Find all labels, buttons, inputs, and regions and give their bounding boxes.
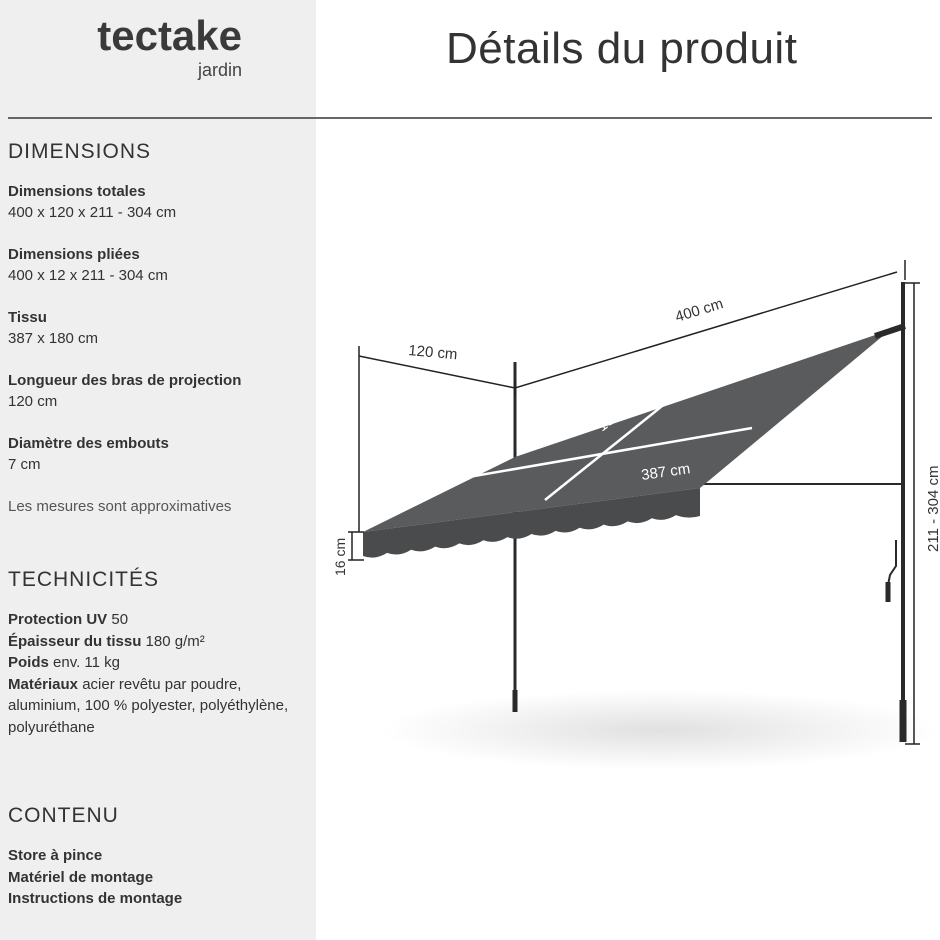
logo-sub: jardin [197,60,242,80]
content-item: Matériel de montage [8,868,154,886]
item-label: Tissu [8,309,47,326]
item-label: Protection UV [8,611,108,628]
item-label: Poids [8,654,49,671]
item-value: 120 cm [8,393,58,410]
item-label: Longueur des bras de projection [8,372,242,389]
dimension-item: Diamètre des embouts 7 cm [8,433,308,475]
dimension-item: Dimensions pliées 400 x 12 x 211 - 304 cm [8,244,308,286]
crank-handle [887,540,897,586]
dimension-item: Dimensions totales 400 x 120 x 211 - 304 … [8,181,308,223]
section-heading: CONTENU [8,804,119,827]
depth-label: 120 cm [408,342,458,363]
width-label: 400 cm [673,295,725,326]
tech-item: Poids env. 11 kg [8,652,308,674]
item-label: Matériaux [8,675,79,693]
item-label: Épaisseur du tissu [8,632,142,650]
fabric-measure-lines [427,377,753,501]
ground-shadow [380,690,940,770]
item-label: Dimensions pliées [8,246,140,263]
awning-fabric [363,330,890,532]
tech-item: Protection UV 50 [8,609,308,631]
item-value: acier revêtu par poudre, aluminium, 100 … [8,675,289,736]
dimension-lines [348,260,920,745]
section-heading: TECHNICITÉS [8,568,160,591]
item-value: 7 cm [8,456,41,473]
divider [8,117,932,119]
item-value: 387 x 180 cm [8,330,99,347]
section-heading: DIMENSIONS [8,140,152,163]
dimension-item: Longueur des bras de projection 120 cm [8,370,308,412]
tech-item: Matériaux acier revêtu par poudre, alumi… [8,674,308,739]
dimensions-section: DIMENSIONS Dimensions totales 400 x 120 x… [8,139,308,517]
logo-brand: tectake [97,12,242,59]
brand-logo: tectake jardin [40,12,242,80]
dimension-item: Tissu 387 x 180 cm [8,307,308,349]
item-label: Diamètre des embouts [8,435,169,452]
item-value: 400 x 120 x 211 - 304 cm [8,204,177,221]
spec-panel [0,0,316,940]
item-value: 180 g/m² [141,632,205,650]
tech-item: Épaisseur du tissu 180 g/m² [8,631,308,653]
page-title: Détails du produit [446,24,798,73]
item-label: Dimensions totales [8,183,146,200]
awning-valance [363,488,700,558]
roller-bar [874,323,906,339]
content-item: Instructions de montage [8,890,183,907]
item-value: env. 11 kg [48,654,120,671]
note: Les mesures sont approximatives [8,498,232,515]
item-value: 50 [107,611,129,628]
height-label: 211 - 304 cm [925,466,940,552]
item-value: 400 x 12 x 211 - 304 cm [8,267,168,284]
valance-label: 16 cm [332,538,348,576]
content-item: Store à pince [8,847,103,864]
fabric-width-label: 387 cm [640,460,691,484]
